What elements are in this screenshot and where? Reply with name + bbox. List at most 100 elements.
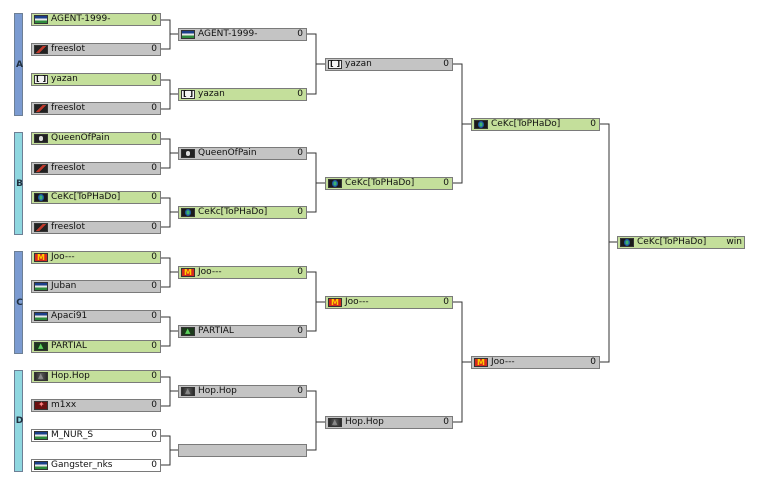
- round2-slot[interactable]: PARTIAL 0: [178, 325, 307, 338]
- player-score: 0: [297, 89, 303, 99]
- flag-icon: [34, 282, 48, 291]
- round1-slot[interactable]: Juban 0: [31, 280, 161, 293]
- dark-emblem-icon: [34, 371, 48, 382]
- player-score: 0: [151, 400, 157, 410]
- group-label: A: [16, 59, 23, 70]
- round1-slot[interactable]: yazan 0: [31, 73, 161, 86]
- round1-slot[interactable]: PARTIAL 0: [31, 340, 161, 353]
- dark-emblem-icon: [328, 417, 342, 428]
- player-score: 0: [151, 371, 157, 381]
- round3-slot[interactable]: Joo--- 0: [325, 296, 453, 309]
- round1-slot[interactable]: freeslot 0: [31, 43, 161, 56]
- round2-empty-slot[interactable]: [178, 444, 307, 457]
- player-name: yazan: [198, 89, 225, 99]
- player-score: 0: [443, 178, 449, 188]
- round2-slot[interactable]: Hop.Hop 0: [178, 385, 307, 398]
- group-b-bar: B: [14, 132, 23, 235]
- player-score: 0: [443, 59, 449, 69]
- player-score: 0: [151, 281, 157, 291]
- player-score: 0: [297, 386, 303, 396]
- player-score: 0: [151, 163, 157, 173]
- round3-slot[interactable]: CeKc[ToPHaDo] 0: [325, 177, 453, 190]
- player-score: 0: [151, 430, 157, 440]
- player-score: 0: [297, 326, 303, 336]
- player-name: CeKc[ToPHaDo]: [345, 178, 415, 188]
- final-winner-slot[interactable]: CeKc[ToPHaDo] win: [617, 236, 745, 249]
- face-icon: [181, 89, 195, 99]
- player-name: freeslot: [51, 222, 85, 232]
- round3-slot[interactable]: Hop.Hop 0: [325, 416, 453, 429]
- round2-slot[interactable]: Joo--- 0: [178, 266, 307, 279]
- skull-icon: [34, 134, 48, 143]
- flag-icon: [34, 15, 48, 24]
- round2-slot[interactable]: QueenOfPain 0: [178, 147, 307, 160]
- player-score: 0: [590, 119, 596, 129]
- round2-slot[interactable]: CeKc[ToPHaDo] 0: [178, 206, 307, 219]
- player-name: PARTIAL: [198, 326, 234, 336]
- round1-slot[interactable]: m1xx 0: [31, 399, 161, 412]
- player-score: 0: [297, 267, 303, 277]
- player-name: CeKc[ToPHaDo]: [637, 237, 707, 247]
- player-name: Joo---: [51, 252, 75, 262]
- player-score: 0: [151, 192, 157, 202]
- flag-icon: [34, 312, 48, 321]
- round1-slot[interactable]: freeslot 0: [31, 162, 161, 175]
- globe-icon: [328, 179, 342, 188]
- round1-slot[interactable]: Joo--- 0: [31, 251, 161, 264]
- player-name: Gangster_nks: [51, 460, 113, 470]
- group-d-bar: D: [14, 370, 23, 472]
- round1-slot[interactable]: AGENT-1999- 0: [31, 13, 161, 26]
- round2-slot[interactable]: AGENT-1999- 0: [178, 28, 307, 41]
- winner-label: win: [726, 237, 742, 247]
- flag-icon: [181, 30, 195, 39]
- round1-slot[interactable]: freeslot 0: [31, 221, 161, 234]
- player-name: Hop.Hop: [51, 371, 90, 381]
- player-name: Joo---: [345, 297, 369, 307]
- player-name: Juban: [51, 281, 77, 291]
- player-name: PARTIAL: [51, 341, 87, 351]
- slash-icon: [34, 223, 48, 232]
- round3-slot[interactable]: yazan 0: [325, 58, 453, 71]
- player-score: 0: [297, 207, 303, 217]
- player-score: 0: [151, 252, 157, 262]
- player-name: Joo---: [198, 267, 222, 277]
- mcdonalds-icon: [181, 267, 195, 278]
- player-name: yazan: [345, 59, 372, 69]
- group-label: B: [16, 178, 23, 189]
- round1-slot[interactable]: Apaci91 0: [31, 310, 161, 323]
- player-name: freeslot: [51, 44, 85, 54]
- player-name: m1xx: [51, 400, 77, 410]
- round1-slot[interactable]: Gangster_nks 0: [31, 459, 161, 472]
- player-name: CeKc[ToPHaDo]: [51, 192, 121, 202]
- player-name: Hop.Hop: [198, 386, 237, 396]
- mcdonalds-icon: [34, 252, 48, 263]
- player-score: 0: [443, 417, 449, 427]
- round1-slot[interactable]: Hop.Hop 0: [31, 370, 161, 383]
- group-label: D: [15, 416, 24, 426]
- player-score: 0: [297, 148, 303, 158]
- face-icon: [328, 59, 342, 69]
- player-score: 0: [297, 29, 303, 39]
- round4-slot[interactable]: Joo--- 0: [471, 356, 600, 369]
- skull-icon: [181, 149, 195, 158]
- round2-slot[interactable]: yazan 0: [178, 88, 307, 101]
- player-score: 0: [151, 133, 157, 143]
- group-c-bar: C: [14, 251, 23, 354]
- round1-slot[interactable]: QueenOfPain 0: [31, 132, 161, 145]
- round1-slot[interactable]: M_NUR_S 0: [31, 429, 161, 442]
- globe-icon: [620, 238, 634, 247]
- player-score: 0: [151, 460, 157, 470]
- slash-icon: [34, 164, 48, 173]
- round1-slot[interactable]: CeKc[ToPHaDo] 0: [31, 191, 161, 204]
- player-score: 0: [151, 341, 157, 351]
- round1-slot[interactable]: freeslot 0: [31, 102, 161, 115]
- player-score: 0: [151, 74, 157, 84]
- player-name: QueenOfPain: [198, 148, 257, 158]
- round4-slot[interactable]: CeKc[ToPHaDo] 0: [471, 118, 600, 131]
- player-name: Hop.Hop: [345, 417, 384, 427]
- player-name: QueenOfPain: [51, 133, 110, 143]
- mcdonalds-icon: [328, 297, 342, 308]
- player-score: 0: [590, 357, 596, 367]
- flag-icon: [34, 461, 48, 470]
- mcdonalds-icon: [474, 357, 488, 368]
